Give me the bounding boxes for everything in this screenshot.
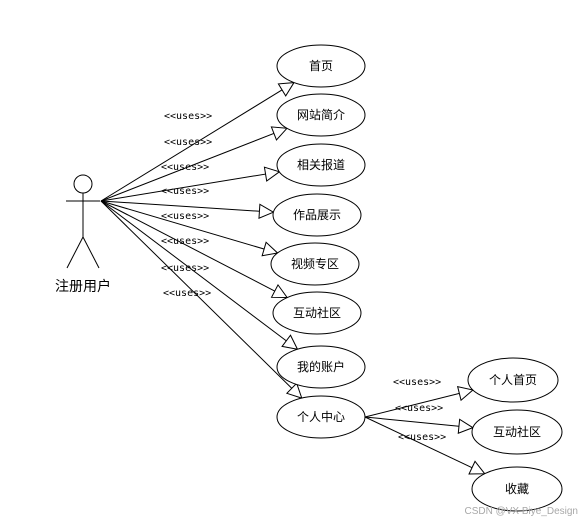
- actor-right-leg: [82, 236, 100, 269]
- association-8-arrowhead: [285, 382, 303, 399]
- sub-association-3: [364, 416, 486, 475]
- association-2: [100, 126, 289, 202]
- uses-label: <<uses>>: [161, 162, 209, 173]
- sub-use-case-2: 互动社区: [471, 409, 563, 455]
- association-7: [100, 200, 299, 350]
- actor-head: [73, 174, 93, 194]
- association-6: [100, 200, 289, 299]
- use-case-3: 相关报道: [276, 143, 366, 187]
- uses-label: <<uses>>: [161, 186, 209, 197]
- association-4-arrowhead: [258, 203, 275, 220]
- use-case-2: 网站简介: [276, 93, 366, 137]
- sub-association-1-arrowhead: [456, 385, 475, 402]
- use-case-1-ellipse: [276, 44, 366, 88]
- sub-association-2: [364, 416, 475, 434]
- use-case-5-ellipse: [270, 242, 360, 286]
- relation-labels: <<uses>> <<uses>> <<uses>> <<uses>> <<uses>>…: [161, 111, 446, 443]
- actor-label: 注册用户: [55, 278, 111, 295]
- use-case-7: 我的账户: [276, 345, 366, 389]
- sub-use-case-3-label: 收藏: [505, 482, 529, 496]
- association-3-arrowhead: [263, 166, 281, 182]
- use-case-4: 作品展示: [272, 193, 362, 237]
- sub-use-case-1: 个人首页: [467, 357, 559, 403]
- use-case-3-label: 相关报道: [297, 157, 345, 172]
- sub-use-case-1-label: 个人首页: [489, 373, 537, 387]
- uses-label: <<uses>>: [393, 377, 441, 388]
- association-7-arrowhead: [281, 334, 299, 350]
- sub-association-2-arrowhead: [457, 418, 475, 434]
- association-1-arrowhead: [277, 81, 295, 97]
- use-case-5: 视频专区: [270, 242, 360, 286]
- use-case-8: 个人中心: [276, 395, 366, 439]
- actor-left-leg: [66, 236, 84, 269]
- association-8: [100, 200, 303, 399]
- sub-use-case-1-ellipse: [467, 357, 559, 403]
- uses-label: <<uses>>: [163, 288, 211, 299]
- uses-label: <<uses>>: [161, 236, 209, 247]
- sub-association-3-arrowhead: [468, 460, 486, 475]
- association-5-arrowhead: [261, 241, 279, 257]
- use-case-4-label: 作品展示: [293, 208, 341, 222]
- use-case-7-ellipse: [276, 345, 366, 389]
- uses-label: <<uses>>: [164, 111, 212, 122]
- use-case-2-ellipse: [276, 93, 366, 137]
- sub-use-case-2-ellipse: [471, 409, 563, 455]
- sub-use-case-3: 收藏: [471, 466, 563, 512]
- use-case-3-ellipse: [276, 143, 366, 187]
- uses-label: <<uses>>: [161, 263, 209, 274]
- watermark: CSDN @VX Biye_Design: [464, 506, 578, 517]
- uses-label: <<uses>>: [398, 432, 446, 443]
- actor-stick-figure: [66, 174, 100, 269]
- use-case-6-label: 互动社区: [293, 305, 341, 320]
- sub-use-case-3-ellipse: [471, 466, 563, 512]
- association-6-arrowhead: [270, 283, 289, 299]
- use-case-8-label: 个人中心: [297, 409, 345, 424]
- use-case-5-label: 视频专区: [291, 256, 339, 271]
- use-case-6-ellipse: [272, 291, 362, 335]
- association-5: [100, 200, 279, 257]
- use-case-8-ellipse: [276, 395, 366, 439]
- use-case-1-label: 首页: [309, 59, 333, 73]
- association-3: [100, 166, 281, 202]
- use-case-4-ellipse: [272, 193, 362, 237]
- sub-association-1: [364, 385, 475, 418]
- uses-label: <<uses>>: [164, 137, 212, 148]
- uses-label: <<uses>>: [161, 211, 209, 222]
- association-4: [100, 200, 275, 220]
- use-case-2-label: 网站简介: [297, 108, 345, 122]
- association-1: [100, 81, 295, 202]
- uses-label: <<uses>>: [395, 403, 443, 414]
- use-case-7-label: 我的账户: [297, 359, 345, 374]
- sub-use-case-2-label: 互动社区: [493, 424, 541, 439]
- association-links: [100, 81, 486, 475]
- association-2-arrowhead: [270, 126, 289, 141]
- use-case-6: 互动社区: [272, 291, 362, 335]
- use-case-1: 首页: [276, 44, 366, 88]
